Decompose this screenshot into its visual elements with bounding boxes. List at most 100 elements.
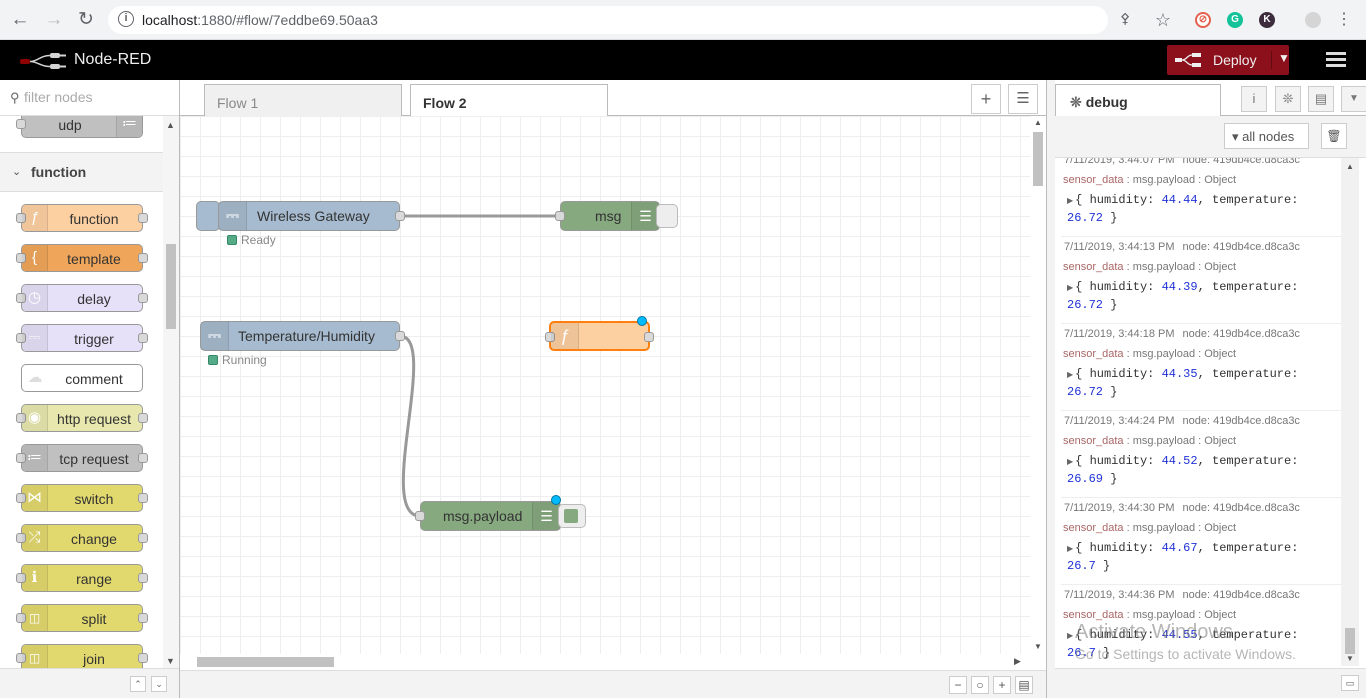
expand-arrow-icon[interactable]: ▶ [1067, 545, 1074, 554]
navigator-map-icon[interactable]: ▤ [1015, 676, 1033, 694]
debug-payload[interactable]: ▶{ humidity: 44.35, temperature:26.72 } [1067, 367, 1299, 399]
node-wireless-gateway[interactable]: ⎓ Wireless Gateway [218, 201, 405, 231]
palette-node-http-request[interactable]: ◉ http request [16, 404, 148, 432]
debug-payload[interactable]: ▶{ humidity: 44.67, temperature:26.7 } [1067, 541, 1299, 573]
zoom-reset-icon[interactable]: ○ [971, 676, 989, 694]
scroll-right-icon[interactable]: ▶ [1014, 656, 1021, 666]
input-port[interactable] [415, 511, 425, 521]
node-msg-debug[interactable]: msg ☰ [555, 201, 660, 231]
palette-node-function[interactable]: ƒ function [16, 204, 148, 232]
palette-scroll-thumb[interactable] [166, 244, 176, 329]
output-port[interactable] [395, 331, 405, 341]
debug-payload[interactable]: ▶{ humidity: 44.39, temperature:26.72 } [1067, 280, 1299, 312]
expand-arrow-icon[interactable]: ▶ [1067, 458, 1074, 467]
debug-payload[interactable]: ▶{ humidity: 44.44, temperature:26.72 } [1067, 193, 1299, 225]
scroll-down-icon[interactable]: ▼ [1034, 642, 1042, 651]
sidebar-separator[interactable] [1047, 80, 1055, 698]
node-function-selected[interactable]: ƒ [545, 316, 654, 351]
debug-scrollbar[interactable]: ▲ ▼ [1341, 158, 1359, 666]
output-port[interactable] [644, 332, 654, 342]
canvas-hscroll-thumb[interactable] [197, 657, 334, 667]
forward-icon[interactable]: → [44, 9, 64, 30]
scroll-up-icon[interactable]: ▲ [166, 120, 175, 130]
scroll-up-icon[interactable]: ▲ [1034, 118, 1042, 127]
palette-footer: ⌃ ⌄ [0, 668, 179, 698]
palette-node-range[interactable]: ℹ range [16, 564, 148, 592]
wire-temp-to-payload[interactable] [399, 334, 421, 518]
palette-node-template[interactable]: { template [16, 244, 148, 272]
sidebar-menu-chevron-icon[interactable]: ▼ [1341, 86, 1366, 112]
browser-menu-icon[interactable]: ⋮ [1336, 11, 1352, 28]
palette-scrollbar[interactable]: ▲ ▼ [163, 116, 179, 668]
collapse-all-icon[interactable]: ⌃ [130, 676, 146, 692]
key-icon[interactable]: ⚴ [1120, 10, 1131, 26]
input-port[interactable] [545, 332, 555, 342]
expand-arrow-icon[interactable]: ▶ [1067, 632, 1074, 641]
inject-button[interactable] [196, 201, 220, 231]
expand-arrow-icon[interactable]: ▶ [1067, 197, 1074, 206]
debug-toggle-button[interactable] [558, 504, 586, 528]
expand-arrow-icon[interactable]: ▶ [1067, 371, 1074, 380]
expand-all-icon[interactable]: ⌄ [151, 676, 167, 692]
address-bar[interactable]: i localhost:1880/#flow/7eddbe69.50aa3 ⚴ [108, 6, 1130, 34]
flow-canvas[interactable]: ⎓ Wireless Gateway Ready msg ☰ ⎓ Tempera… [180, 116, 1030, 654]
info-icon[interactable]: i [1241, 86, 1267, 112]
url-text[interactable]: localhost:1880/#flow/7eddbe69.50aa3 [142, 12, 378, 28]
popout-window-icon[interactable]: ▭ [1341, 675, 1359, 691]
scroll-down-icon[interactable]: ▼ [1346, 654, 1354, 663]
tab-flow-1[interactable]: Flow 1 [204, 84, 402, 116]
k-extension-icon[interactable]: K [1259, 12, 1275, 28]
canvas-vscroll-thumb[interactable] [1033, 132, 1043, 186]
main-menu-icon[interactable] [1322, 49, 1350, 71]
palette-node-trigger[interactable]: ⎓ trigger [16, 324, 148, 352]
list-flows-icon[interactable]: ☰ [1008, 84, 1038, 114]
zoom-in-icon[interactable]: + [993, 676, 1011, 694]
palette-node-comment[interactable]: ☁ comment [21, 364, 143, 392]
scroll-up-icon[interactable]: ▲ [1346, 162, 1354, 171]
palette-node-split[interactable]: ◫ split [16, 604, 148, 632]
zoom-out-icon[interactable]: − [949, 676, 967, 694]
input-port[interactable] [555, 211, 565, 221]
palette-node-delay[interactable]: ◷ delay [16, 284, 148, 312]
scroll-down-icon[interactable]: ▼ [166, 656, 175, 666]
palette-node-join[interactable]: ◫ join [16, 644, 148, 668]
filter-all-nodes-button[interactable]: ▾ all nodes [1224, 123, 1309, 149]
expand-arrow-icon[interactable]: ▶ [1067, 284, 1074, 293]
debug-payload[interactable]: ▶{ humidity: 44.52, temperature:26.69 } [1067, 454, 1299, 486]
palette-node-switch[interactable]: ⋈ switch [16, 484, 148, 512]
category-function-header[interactable]: ⌄ function [0, 152, 163, 192]
deploy-button[interactable]: Deploy ▼ [1167, 45, 1290, 75]
debug-toggle-button[interactable] [656, 204, 678, 228]
reload-icon[interactable]: ↻ [78, 9, 94, 30]
node-temperature-humidity[interactable]: ⎓ Temperature/Humidity [200, 321, 405, 351]
clear-log-trash-icon[interactable]: 🗑 [1321, 123, 1347, 149]
add-flow-icon[interactable]: + [971, 84, 1001, 114]
palette-node-tcp-request[interactable]: ≔ tcp request [16, 444, 148, 472]
debug-scroll-thumb[interactable] [1345, 628, 1355, 654]
site-info-icon[interactable]: i [118, 11, 134, 27]
node-msg-payload-debug[interactable]: msg.payload ☰ [415, 495, 561, 531]
extension-block-icon[interactable]: ⊘ [1195, 12, 1211, 28]
filter-nodes-input[interactable] [24, 89, 174, 105]
profile-avatar[interactable] [1305, 12, 1321, 28]
palette-node-change[interactable]: ⤮ change [16, 524, 148, 552]
output-port[interactable] [395, 211, 405, 221]
canvas-vertical-scrollbar[interactable]: ▲ ▼ [1030, 116, 1046, 654]
canvas-horizontal-scrollbar[interactable]: ▶ [180, 654, 1030, 670]
dashboard-chart-icon[interactable]: ▤ [1308, 86, 1334, 112]
back-icon[interactable]: ← [10, 9, 30, 30]
debug-payload[interactable]: ▶{ humidity: 44.55, temperature:26.7 } [1067, 628, 1299, 660]
bookmark-star-icon[interactable]: ☆ [1154, 10, 1172, 30]
deploy-dropdown-icon[interactable]: ▼ [1271, 51, 1290, 69]
palette-node-udp[interactable]: udp ≔ [16, 116, 143, 138]
grammarly-extension-icon[interactable]: G [1227, 12, 1243, 28]
bug-icon[interactable]: ❊ [1275, 86, 1301, 112]
tab-flow-2[interactable]: Flow 2 [410, 84, 608, 117]
tab-debug[interactable]: ❊debug [1055, 84, 1221, 117]
